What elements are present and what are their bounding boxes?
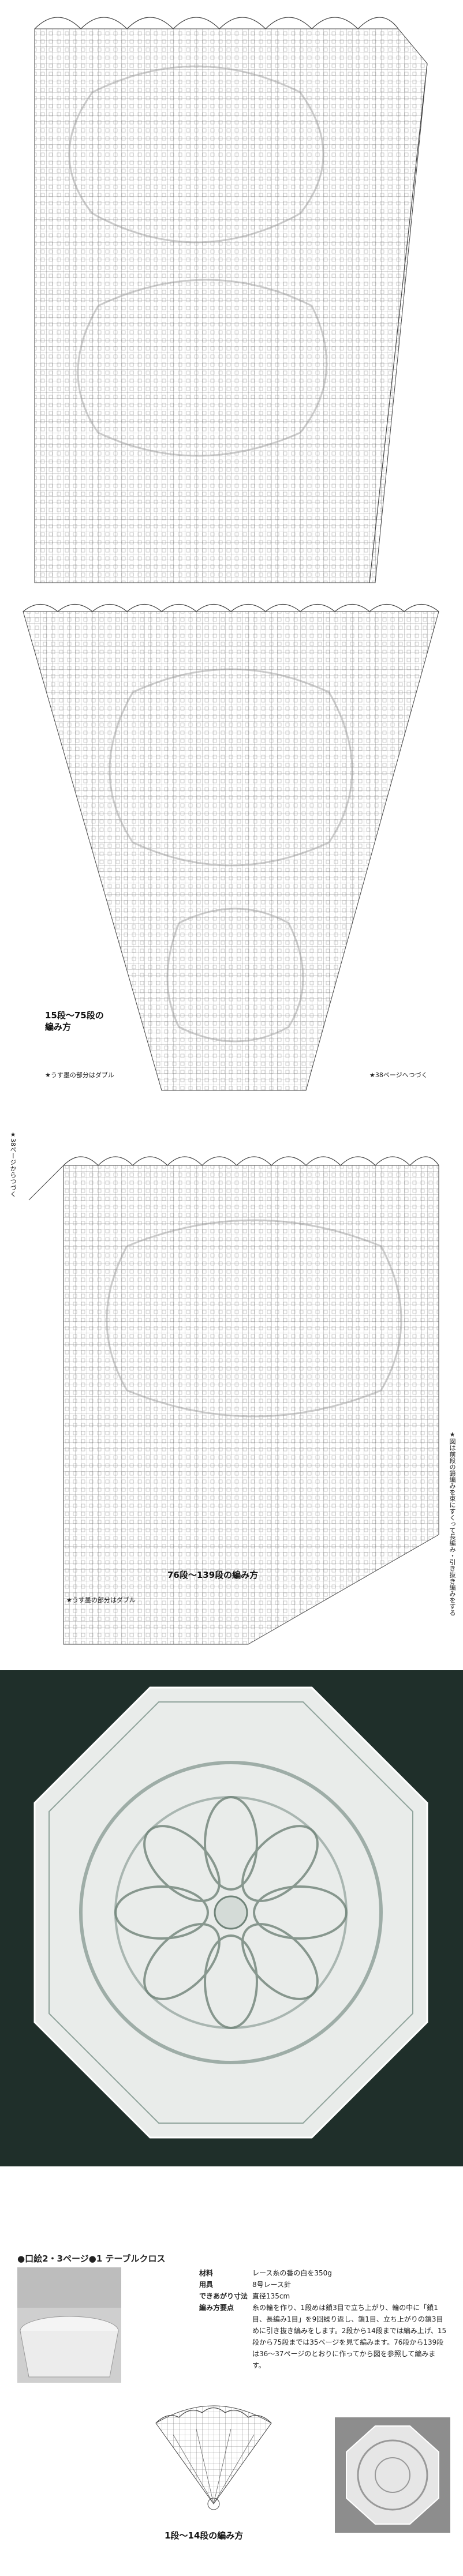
crochet-chart-1-14 — [155, 2405, 272, 2510]
pattern-header: ●口絵2・3ページ●1 テーブルクロス — [17, 2253, 166, 2264]
chart-top — [23, 6, 450, 588]
chart-rows-1-14 — [139, 2388, 289, 2515]
tablecloth-image — [0, 1670, 463, 2166]
info-key: 材料 — [199, 2269, 214, 2277]
info-row-material: 材料 レース糸の番の白を350g — [199, 2267, 447, 2279]
section-15-75-caption: 15段〜75段の 編み方 — [45, 1010, 104, 1032]
double-note-1: ★うす墨の部分はダブル — [45, 1071, 114, 1079]
info-row-tools: 用具 8号レース針 — [199, 2279, 447, 2290]
vertical-right-note: ★図は前段の鎖編みを束にすくって長編み・引き抜き編みをする — [449, 1431, 456, 1616]
tablecloth-photo — [0, 1670, 463, 2166]
info-key: 用具 — [199, 2281, 214, 2289]
info-row-method: 編み方要点 糸の輪を作り、1段めは鎖3目で立ち上がり、輪の中に「鎖1目、長編み1… — [199, 2302, 447, 2371]
round-tablecloth-photo — [335, 2417, 450, 2533]
small-photo-image — [17, 2267, 121, 2383]
crochet-chart-15-75 — [23, 604, 439, 1091]
info-value: 8号レース針 — [252, 2281, 292, 2289]
pattern-info: 材料 レース糸の番の白を350g 用具 8号レース針 できあがり寸法 直径135… — [199, 2267, 447, 2371]
double-note-2: ★うす墨の部分はダブル — [66, 1596, 136, 1604]
info-value: レース糸の番の白を350g — [252, 2269, 332, 2277]
crochet-chart-76-139 — [28, 1156, 439, 1645]
info-value: 糸の輪を作り、1段めは鎖3目で立ち上がり、輪の中に「鎖1目、長編み1目」を9回繰… — [252, 2304, 447, 2369]
continue-right-note: ★38ページへつづく — [369, 1071, 428, 1079]
continue-left-note: ★38ページからつづく — [9, 1131, 17, 1197]
info-key: 編み方要点 — [199, 2304, 234, 2312]
chart-section-76-139 — [23, 1131, 450, 1650]
info-row-size: できあがり寸法 直径135cm — [199, 2290, 447, 2302]
round-photo-image — [335, 2417, 450, 2533]
info-key: できあがり寸法 — [199, 2292, 248, 2300]
tablecloth-small-photo — [17, 2267, 121, 2383]
chart-section-15-75 — [17, 600, 450, 1096]
section-76-139-caption: 76段〜139段の編み方 — [167, 1570, 259, 1580]
pattern-info-section: ●口絵2・3ページ●1 テーブルクロス 材料 レース糸の番の白を350g 用具 … — [0, 2250, 463, 2576]
rows-1-14-caption: 1段〜14段の編み方 — [165, 2530, 244, 2541]
info-value: 直径135cm — [252, 2292, 290, 2300]
crochet-chart-top — [34, 17, 428, 583]
